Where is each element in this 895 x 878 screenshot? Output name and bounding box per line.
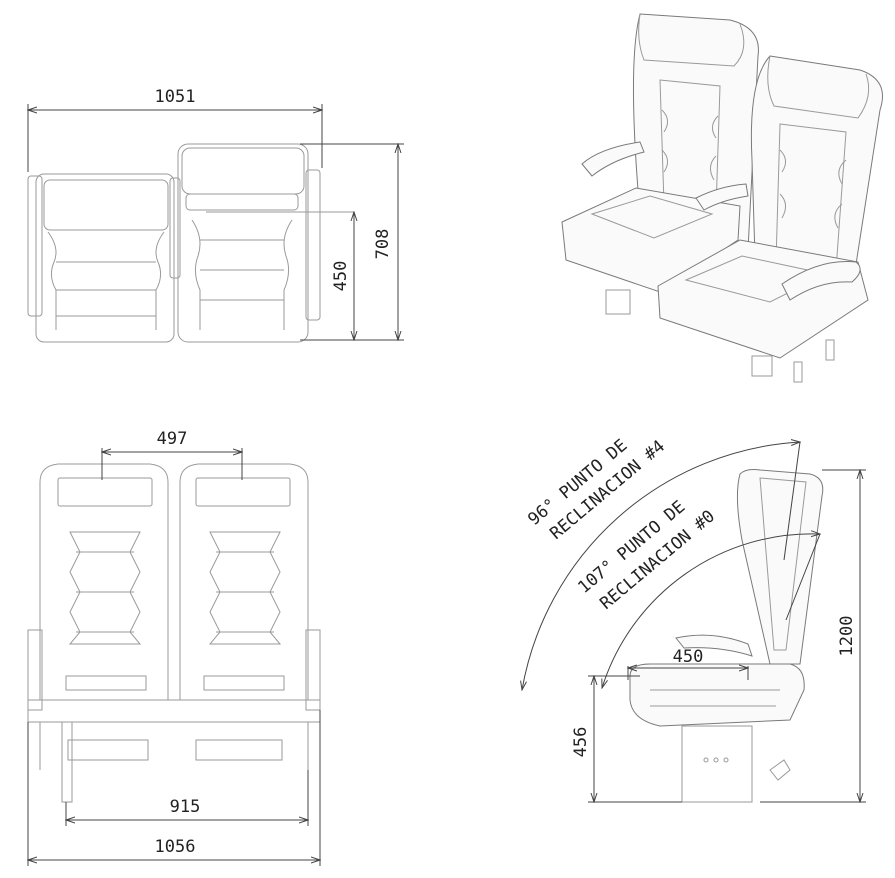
- front-seat-pitch-label: 497: [157, 429, 188, 449]
- front-pitch-dimension: 497: [102, 429, 242, 480]
- front-left-seat: [27, 463, 169, 711]
- side-view: 96° PUNTO DE RECLINACION #4 107° PUNTO D…: [522, 436, 866, 802]
- side-seat-height-label: 456: [571, 727, 591, 758]
- iso-right-seat: [657, 55, 883, 383]
- side-seat-height-dimension: 456: [571, 676, 682, 802]
- top-view-left-seat: [27, 173, 181, 343]
- top-width-dimension: 1051: [28, 87, 322, 172]
- top-width-label: 1051: [155, 87, 196, 107]
- front-base-frame: [27, 699, 321, 803]
- front-overall-width-dimension: 1056: [28, 710, 320, 866]
- front-inner-width-label: 915: [170, 797, 201, 817]
- front-view: 497 915 1056: [28, 429, 320, 866]
- top-cushion-dimension: 450: [300, 212, 360, 340]
- front-inner-width-dimension: 915: [66, 770, 308, 826]
- top-depth-full-label: 708: [373, 229, 393, 260]
- side-height-label: 1200: [837, 616, 857, 657]
- side-seat-depth-dimension: 450: [628, 647, 748, 680]
- top-depth-dimension: 708: [300, 144, 404, 340]
- front-right-seat: [179, 463, 321, 711]
- isometric-view: [561, 13, 883, 383]
- iso-left-seat: [561, 13, 759, 315]
- front-overall-width-label: 1056: [155, 837, 196, 857]
- top-depth-cushion-label: 450: [331, 261, 351, 292]
- side-height-dimension: 1200: [760, 470, 866, 802]
- top-view-right-seat: [177, 143, 354, 343]
- side-seat-depth-label: 450: [673, 647, 704, 667]
- top-view: 1051 708 450: [27, 87, 404, 343]
